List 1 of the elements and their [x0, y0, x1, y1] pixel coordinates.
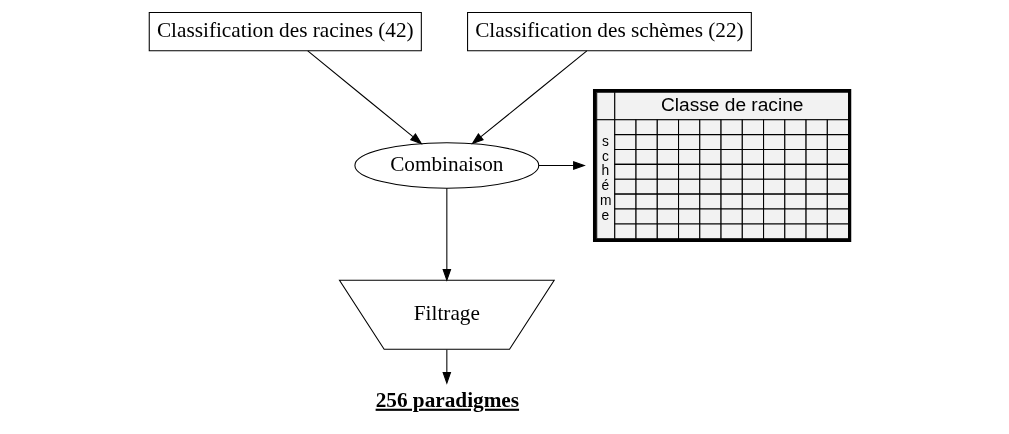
node-text: 256 paradigmes [375, 387, 520, 412]
